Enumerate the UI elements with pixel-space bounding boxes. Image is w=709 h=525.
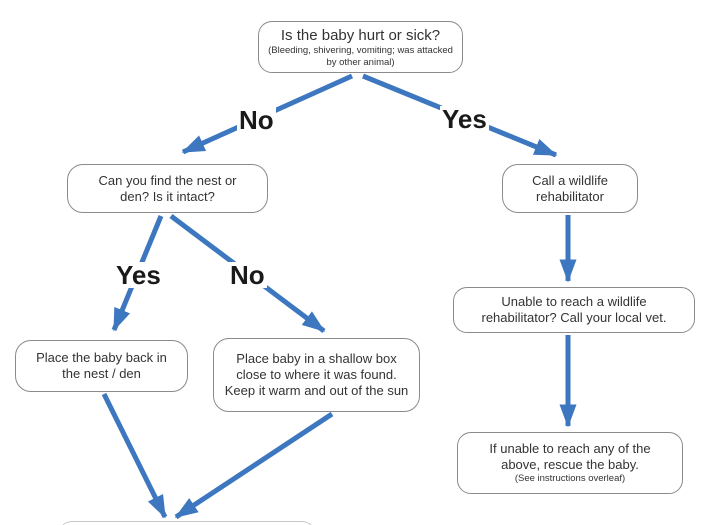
node-note-line: (See instructions overleaf) <box>514 473 626 484</box>
node-text-line: above, rescue the baby. <box>501 457 639 472</box>
node-text-line: rehabilitator <box>536 188 604 204</box>
edge-label-yes-top: Yes <box>440 104 489 134</box>
node-note-line: by other animal) <box>326 56 395 68</box>
edge-label-no-top: No <box>237 105 276 135</box>
node-text-line: Unable to reach a wildlife <box>501 294 647 309</box>
edge-label-yes-mid: Yes <box>114 260 163 290</box>
node-text-line: Place baby in a shallow box <box>236 351 397 366</box>
node-text-line: Place the baby back in <box>36 350 167 365</box>
node-text-line: Can you find the nest or <box>98 172 237 188</box>
arrow-place-back-to-bottom <box>101 392 168 519</box>
node-text-line: Call a wildlife <box>532 172 608 188</box>
node-rescue-baby: If unable to reach any of the above, res… <box>457 432 683 494</box>
node-text-line: close to where it was found. <box>236 367 397 382</box>
node-text-line: the nest / den <box>62 366 141 381</box>
node-hurt-or-sick: Is the baby hurt or sick? (Bleeding, shi… <box>258 21 463 73</box>
node-place-back: Place the baby back in the nest / den <box>15 340 188 392</box>
node-text-line: If unable to reach any of the <box>489 441 651 456</box>
node-shallow-box: Place baby in a shallow box close to whe… <box>213 338 420 412</box>
node-call-vet: Unable to reach a wildlife rehabilitator… <box>453 287 695 333</box>
node-partial-bottom <box>58 521 316 525</box>
arrow-shallow-box-to-bottom <box>174 411 334 520</box>
node-find-nest: Can you find the nest or den? Is it inta… <box>67 164 268 213</box>
node-text-line: den? Is it intact? <box>120 188 215 204</box>
node-note-line: (Bleeding, shivering, vomiting; was atta… <box>268 44 453 56</box>
node-title: Is the baby hurt or sick? <box>280 26 441 44</box>
edge-label-no-mid: No <box>228 260 267 290</box>
node-text-line: Keep it warm and out of the sun <box>224 383 409 398</box>
node-call-rehabilitator: Call a wildlife rehabilitator <box>502 164 638 213</box>
node-text-line: rehabilitator? Call your local vet. <box>481 310 667 325</box>
